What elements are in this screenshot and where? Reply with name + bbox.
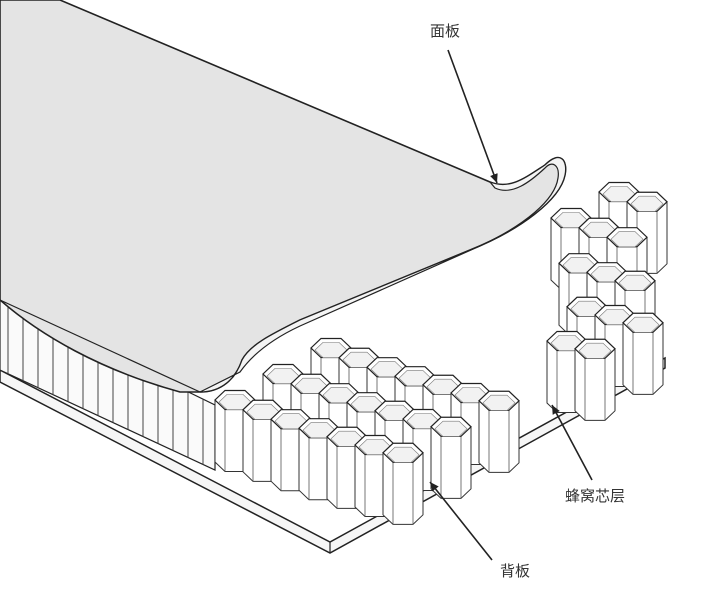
back-sheet-label: 背板: [500, 562, 531, 580]
face-sheet-label: 面板: [430, 22, 461, 40]
back-sheet: [0, 356, 666, 554]
core-leader: [551, 404, 593, 481]
leader-lines: [429, 49, 593, 561]
honeycomb-cell: [382, 442, 424, 525]
honeycomb-cell: [622, 312, 664, 395]
honeycomb-cell: [478, 390, 520, 473]
honeycomb-core-label: 蜂窝芯层: [565, 487, 626, 505]
face-sheet: [0, 0, 567, 393]
honeycomb-cell: [430, 416, 472, 499]
honeycomb-core: [214, 181, 668, 525]
back-sheet-leader: [429, 481, 493, 561]
face-sheet-leader: [447, 49, 498, 184]
honeycomb-cell: [574, 338, 616, 421]
